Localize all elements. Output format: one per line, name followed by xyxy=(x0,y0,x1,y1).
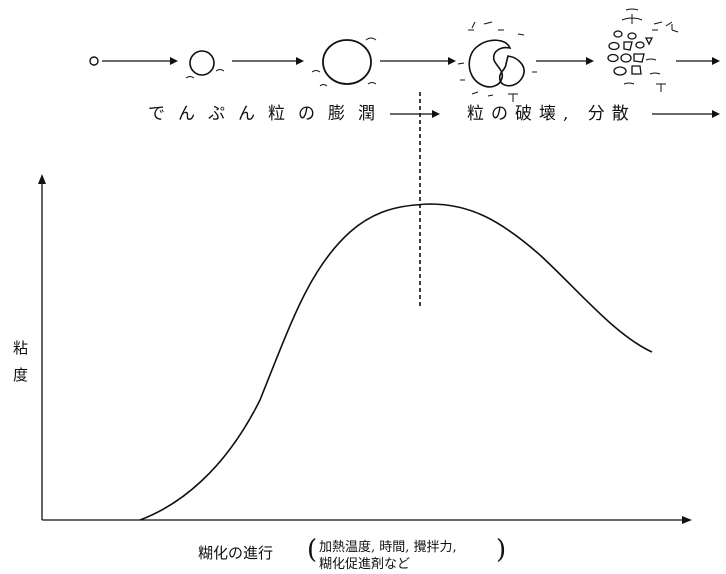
phase-label-swelling: でんぷん粒の膨潤 xyxy=(148,104,388,124)
stage-arrowhead-3 xyxy=(448,57,456,65)
granule-stages-row xyxy=(89,8,720,102)
phase-arrowhead-swelling xyxy=(432,110,440,118)
x-axis-note-line2: 糊化促進剤など xyxy=(319,556,410,572)
stage-arrowhead-1 xyxy=(170,57,178,65)
x-axis-note-line1: 加熱温度, 時間, 攪拌力, xyxy=(319,539,457,555)
viscosity-chart: 粘度 糊化の進行 ( 加熱温度, 時間, 攪拌力, 糊化促進剤など ) xyxy=(11,92,692,572)
granule-stage-deformed xyxy=(457,21,537,102)
y-axis-label: 粘度 xyxy=(11,340,29,394)
stage-arrowhead-4 xyxy=(586,57,594,65)
phase-label-row: でんぷん粒の膨潤 粒の破壊, 分散 xyxy=(148,104,720,124)
phase-label-breakdown: 粒の破壊, 分散 xyxy=(467,104,636,124)
phase-arrowhead-breakdown xyxy=(712,110,720,118)
x-axis-arrowhead xyxy=(682,516,692,524)
viscosity-curve xyxy=(139,203,653,521)
granule-stage-fragmented xyxy=(607,8,679,92)
granule-stage-intact xyxy=(89,56,99,66)
x-axis-label: 糊化の進行 xyxy=(198,544,273,562)
granule-stage-slightly-swollen xyxy=(185,50,225,79)
stage-arrowhead-2 xyxy=(296,57,304,65)
x-axis-bracket-open: ( xyxy=(307,535,317,565)
y-axis-arrowhead xyxy=(38,174,46,184)
stage-arrowhead-5 xyxy=(712,57,720,65)
x-axis-bracket-close: ) xyxy=(496,535,506,565)
granule-stage-swollen xyxy=(311,37,377,87)
